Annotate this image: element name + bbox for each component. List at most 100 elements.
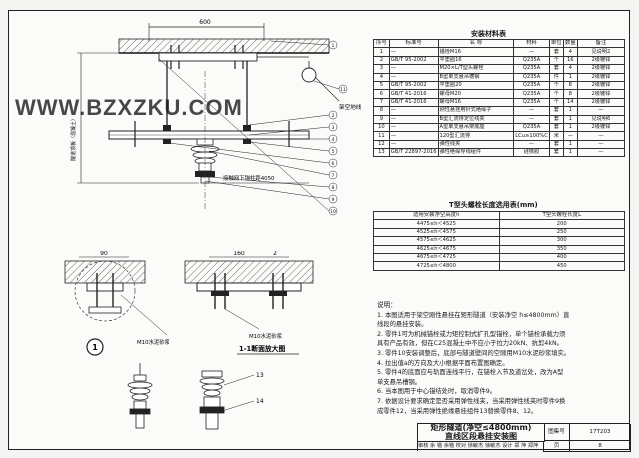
table-cell: 250 <box>498 227 626 238</box>
table-cell: — <box>576 131 626 141</box>
atlas-label: 图集号 <box>544 424 570 441</box>
left-vertical-dim: 隧道顶板（混凝土） <box>70 52 199 184</box>
title-line-2: 直线区段悬挂安装图 <box>445 431 517 441</box>
table-cell: 1 <box>562 148 578 158</box>
dimension-600: 600 <box>148 19 265 41</box>
table-cell: 2级镀锌 <box>576 97 626 108</box>
callout-leader <box>208 150 330 176</box>
table-cell: Q235A <box>513 89 550 99</box>
table-cell: 2级镀锌 <box>576 55 626 66</box>
note-line: 5. 零件4的底面应与轨面连线平行，在锚栓入节及道岔处，改为A型 <box>377 369 564 377</box>
callout-label: 4 <box>332 137 335 143</box>
title-block-title: 矩形隧道(净空≤4800mm) 直线区段悬挂安装图 <box>418 423 545 442</box>
table-cell: — <box>576 148 626 158</box>
dim-top-text: 600 <box>199 19 211 26</box>
table-cell: 个 <box>548 89 564 99</box>
table-header-cell: 备注 <box>576 38 626 49</box>
table-cell: 2 <box>373 55 390 66</box>
table-cell: Q235A <box>513 72 550 82</box>
table-header-cell: 材料 <box>513 38 550 49</box>
callout-leader <box>158 58 330 212</box>
table-cell: 平垫圈20 <box>437 80 515 91</box>
section-1-1-drawing: 160 2 M10水泥砂浆 1-1断面放大图 <box>184 251 314 355</box>
table-cell: 4675≤h＜4725 <box>373 252 500 263</box>
note-line: 线段的悬挂安装。 <box>377 321 428 329</box>
callout-circle <box>328 110 338 120</box>
table-cell: 2级镀锌 <box>576 64 626 74</box>
callout-label: 5 <box>332 149 335 155</box>
table-cell: 螺母M20 <box>437 89 515 99</box>
callout-label: 9 <box>332 197 335 203</box>
page-label: 页 <box>544 441 570 452</box>
table-cell: 7 <box>373 97 390 108</box>
table-cell: — <box>576 106 626 116</box>
table-header-cell: T型头螺栓长度L <box>498 210 626 221</box>
table-cell: B型单支悬吊槽钢 <box>437 72 515 82</box>
bolt-table-title: T型头螺栓长度选用表(mm) <box>449 201 538 209</box>
table-cell: — <box>562 131 578 141</box>
table-cell: 个 <box>548 80 564 91</box>
t-bolts <box>166 61 248 137</box>
table-cell: GB/T 95-2002 <box>388 55 439 66</box>
table-cell: 14 <box>562 97 578 108</box>
watermark-text: WWW.BZXZKU.COM <box>15 95 243 120</box>
table-cell: — <box>388 114 439 124</box>
section-left-circle-label: 1 <box>92 343 98 352</box>
main-elevation-drawing: 600 架空地线 <box>70 19 362 216</box>
table-cell: A型单支悬吊架底座 <box>437 122 515 133</box>
table-cell: 平垫圈16 <box>437 55 515 66</box>
drawing-sheet: 600 架空地线 <box>8 10 631 452</box>
table-cell: 5 <box>373 80 390 91</box>
materials-table-title: 安装材料表 <box>471 30 506 38</box>
callout-leader <box>270 40 330 46</box>
note-line: 1. 本图适用于架空刚性悬挂在矩形隧道（安装净空 h≤4800mm）直 <box>377 311 570 319</box>
section-dim-width: 160 <box>233 251 245 257</box>
label-left-vertical: 隧道顶板（混凝土） <box>70 116 77 161</box>
table-cell: M20×L/T型头螺栓 <box>437 64 515 74</box>
notes-heading: 说明： <box>377 301 397 309</box>
overhead-ground-wire: 架空地线 <box>257 56 362 111</box>
table-cell: 弹性绝缘导线组件 <box>437 148 515 158</box>
table-cell: 4525≤h＜4575 <box>373 227 500 238</box>
callout-circle <box>328 134 338 144</box>
table-cell: 4725≤h＜4800 <box>373 261 500 271</box>
table-cell: 6 <box>373 89 390 99</box>
table-cell: — <box>388 122 439 133</box>
table-cell: 套 <box>548 114 564 124</box>
section-left-drawing: 90 M10水泥砂浆 1 <box>64 251 169 356</box>
callout-circle <box>338 84 348 94</box>
table-cell: 硅橡胶 <box>513 148 550 158</box>
callout-label: 2 <box>332 113 335 119</box>
table-cell: GB/T 41-2016 <box>388 89 439 99</box>
insulator-detail-drawing: 13 14 <box>127 363 264 430</box>
callout-leader <box>168 142 330 164</box>
table-cell: 4 <box>562 64 578 74</box>
table-cell: 450 <box>498 261 626 271</box>
callout-leader <box>208 176 330 188</box>
section-right-mortar: M10水泥砂浆 <box>249 332 283 340</box>
callout-circle <box>328 146 338 156</box>
table-cell: 4575≤h＜4625 <box>373 236 500 246</box>
table-cell: 套 <box>548 122 564 133</box>
table-cell: 13 <box>373 148 390 158</box>
note-line: 4. 拉出值a的方向及大小根据平面布置图确定。 <box>377 359 509 367</box>
table-cell: B型汇流排定位线夹 <box>437 114 515 124</box>
table-cell: 2级镀锌 <box>576 89 626 99</box>
section-right-title: 1-1断面放大图 <box>239 344 285 353</box>
section-marker-1-1 <box>134 121 290 147</box>
callout-label: 7 <box>332 173 335 179</box>
insulator-callout-14: 14 <box>256 398 264 405</box>
callout-circle <box>328 194 338 204</box>
table-cell: 4625≤h＜4675 <box>373 244 500 254</box>
table-cell: 4 <box>373 72 390 82</box>
table-cell: 2级镀锌 <box>576 80 626 91</box>
